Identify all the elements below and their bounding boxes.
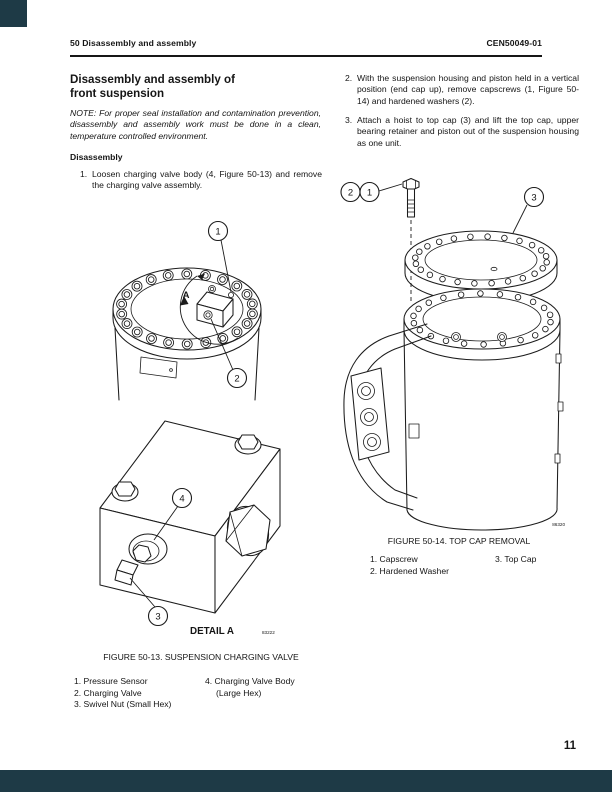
- figure-50-14-drawing: 2 1 3: [340, 177, 565, 531]
- step-2: 2. With the suspension housing and pisto…: [345, 73, 579, 107]
- figure-50-14-legend-col2: 3. Top Cap: [495, 554, 536, 566]
- callout-1: 1: [207, 220, 232, 293]
- figure-50-13-detail-a: 4 3 DETAIL A 83222: [99, 420, 281, 637]
- bracket-stop-block: [408, 423, 420, 439]
- callout-2: 2: [210, 318, 248, 389]
- page-corner-mark: [0, 0, 27, 27]
- drawing-number-83222: 83222: [262, 630, 275, 635]
- callout-3-number: 3: [155, 612, 160, 623]
- callout-3-number: 3: [531, 193, 536, 204]
- callout-3: 3: [129, 577, 169, 627]
- step-3: 3. Attach a hoist to top cap (3) and lif…: [345, 115, 579, 149]
- footer-bar: [0, 770, 612, 792]
- housing-tab: [554, 453, 561, 464]
- top-hex-plug-left: [111, 481, 139, 502]
- drawing-number-86320: 86320: [552, 522, 565, 527]
- legend-item: 2. Hardened Washer: [370, 565, 449, 576]
- page-title: Disassembly and assembly of front suspen…: [70, 73, 340, 101]
- callout-4-number: 4: [179, 494, 184, 505]
- suspension-housing: [403, 288, 564, 531]
- legend-item: 2. Charging Valve: [74, 687, 142, 698]
- bracket-holes: [357, 382, 381, 451]
- step-2-number: 2.: [345, 73, 353, 83]
- top-cap-hole-ring: [412, 233, 550, 287]
- callout-2-and-1: 2 1: [340, 181, 403, 203]
- callout-1-number: 1: [215, 227, 220, 238]
- capscrew-fitting: [227, 292, 234, 299]
- callout-3: 3: [512, 186, 545, 234]
- view-a-label: A: [183, 290, 190, 301]
- figure-50-13-legend-col2: 4. Charging Valve Body (Large Hex): [205, 676, 295, 699]
- figure-50-14-legend-col1: 1. Capscrew 2. Hardened Washer: [370, 554, 449, 577]
- header-section-title: 50 Disassembly and assembly: [70, 38, 197, 48]
- figure-50-14-caption: FIGURE 50-14. TOP CAP REMOVAL: [387, 536, 531, 546]
- legend-item: 3. Top Cap: [495, 554, 537, 564]
- large-hex-plug: [225, 504, 271, 557]
- header-rule: [70, 55, 542, 57]
- callout-balloon-3: [523, 186, 545, 208]
- charging-valve-stem: [114, 533, 168, 586]
- callout-balloon-4: [171, 487, 193, 509]
- callout-2-number: 2: [234, 374, 239, 385]
- figure-50-13-legend-col1: 1. Pressure Sensor 2. Charging Valve 3. …: [74, 676, 171, 711]
- top-flange: [112, 267, 262, 360]
- page-number: 11: [563, 740, 576, 752]
- note-paragraph: NOTE: For proper seal installation and c…: [70, 108, 321, 141]
- swivel-nut-front: [114, 569, 134, 586]
- callout-balloon-1: [207, 220, 229, 242]
- step-1-text: Loosen charging valve body (4, Figure 50…: [92, 169, 322, 191]
- housing-bracket: [343, 323, 432, 511]
- view-a-indicator: A: [179, 273, 239, 345]
- header-document-number: CEN50049-01: [486, 38, 542, 48]
- step-1-number: 1.: [80, 169, 88, 179]
- figure-50-13-caption: FIGURE 50-13. SUSPENSION CHARGING VALVE: [103, 652, 299, 662]
- flange-nut-ring: [116, 268, 258, 350]
- pressure-sensor-port: [203, 310, 213, 320]
- nameplate: [139, 356, 178, 379]
- charging-valve-block: [196, 285, 234, 328]
- legend-item: 3. Swivel Nut (Small Hex): [74, 699, 172, 710]
- cap-center-hole: [490, 266, 498, 272]
- page-title-line1: Disassembly and assembly of: [70, 73, 235, 86]
- step-2-text: With the suspension housing and piston h…: [357, 73, 579, 106]
- detail-a-label: DETAIL A: [190, 626, 234, 637]
- callout-4: 4: [153, 487, 193, 541]
- capscrew: [402, 177, 420, 302]
- figure-50-13-overview: A 1 2: [112, 220, 262, 401]
- callout-balloon-1: [359, 181, 380, 203]
- section-heading: Disassembly: [70, 152, 123, 162]
- top-hex-plug-right: [234, 434, 262, 455]
- callout-1-number: 1: [367, 188, 372, 199]
- step-3-text: Attach a hoist to top cap (3) and lift t…: [357, 115, 579, 148]
- legend-item-continuation: (Large Hex): [216, 687, 262, 698]
- suspension-cylinder-body: [114, 327, 260, 401]
- housing-flange-hole-ring: [410, 290, 554, 348]
- page-title-line2: front suspension: [70, 87, 165, 100]
- callout-2-number: 2: [348, 188, 353, 199]
- legend-item: 1. Capscrew: [370, 554, 418, 564]
- legend-item: 4. Charging Valve Body: [205, 676, 295, 686]
- housing-tab: [555, 353, 562, 364]
- step-3-number: 3.: [345, 115, 353, 125]
- legend-item: 1. Pressure Sensor: [74, 676, 148, 686]
- housing-tab: [557, 401, 564, 412]
- callout-balloon-3: [147, 605, 169, 627]
- retainer-capscrews: [451, 332, 507, 342]
- callout-balloon-2: [226, 367, 248, 389]
- top-cap: [404, 230, 558, 303]
- step-1: 1. Loosen charging valve body (4, Figure…: [80, 169, 322, 192]
- valve-body-hex: [132, 544, 152, 563]
